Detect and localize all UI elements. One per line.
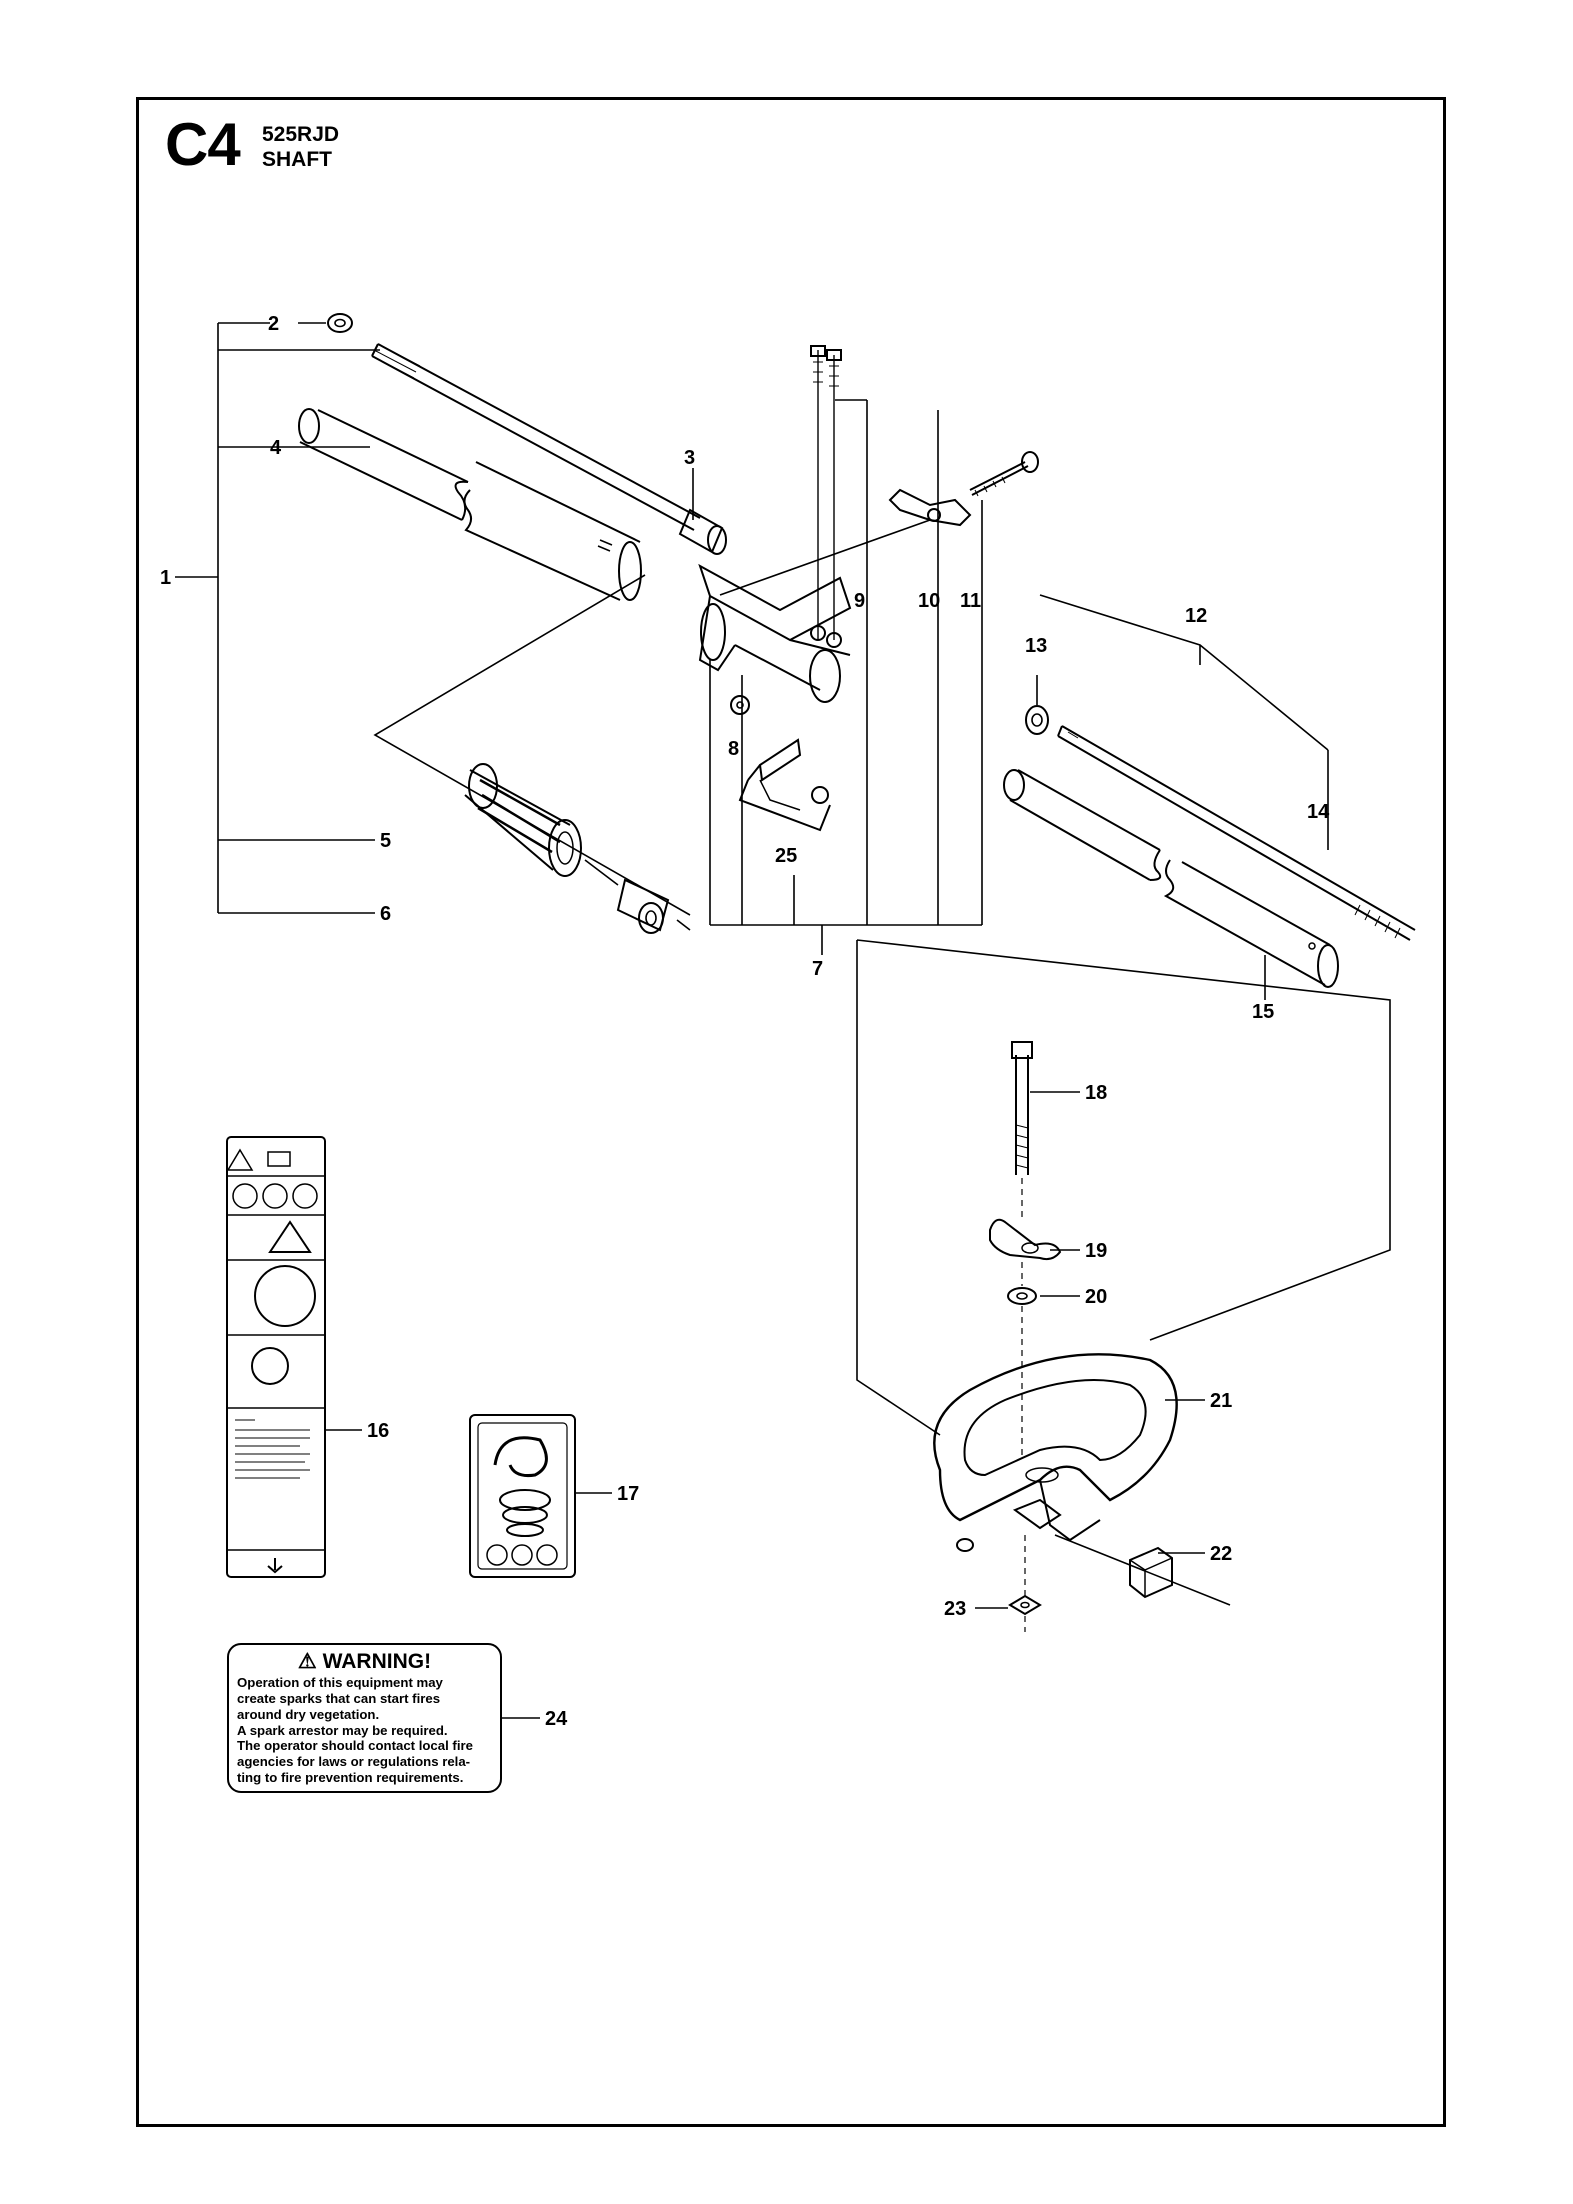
part-drive-shaft bbox=[371, 343, 701, 531]
part-2-washer bbox=[327, 313, 353, 333]
warning-line: agencies for laws or regulations rela- bbox=[237, 1754, 471, 1770]
warning-text: Operation of this equipment may create s… bbox=[237, 1675, 492, 1786]
bracket-7 bbox=[709, 410, 983, 955]
part-23-nut bbox=[1008, 1594, 1042, 1616]
part-14-drive-shaft bbox=[1057, 725, 1416, 941]
callout-7: 7 bbox=[812, 958, 823, 980]
part-22-block bbox=[1129, 1546, 1173, 1599]
part-25-lower-clamp bbox=[738, 738, 831, 832]
part-21-handle bbox=[933, 1353, 1178, 1522]
callout-16: 16 bbox=[367, 1420, 389, 1442]
warning-line: ting to fire prevention requirements. bbox=[237, 1770, 464, 1786]
callout-3: 3 bbox=[684, 447, 695, 469]
part-8-nut bbox=[730, 695, 750, 715]
callout-4: 4 bbox=[270, 437, 282, 459]
part-6-bushing bbox=[616, 878, 670, 932]
diagram-frame bbox=[136, 97, 1446, 2127]
part-13-washer bbox=[1025, 705, 1049, 735]
part-16-decal bbox=[226, 1136, 326, 1578]
callout-25: 25 bbox=[775, 845, 797, 867]
part-5-sleeve bbox=[464, 769, 571, 871]
model-number: 525RJD bbox=[262, 123, 340, 146]
warning-line: create sparks that can start fires bbox=[237, 1690, 441, 1706]
callout-11: 11 bbox=[960, 590, 981, 612]
callout-5: 5 bbox=[380, 830, 391, 852]
callout-17: 17 bbox=[617, 1483, 639, 1505]
part-20-washer bbox=[1007, 1287, 1037, 1305]
warning-line: The operator should contact local fire bbox=[237, 1738, 473, 1754]
callout-14: 14 bbox=[1307, 801, 1330, 823]
part-9-screws bbox=[817, 350, 835, 640]
part-19-knob bbox=[989, 1218, 1062, 1261]
callout-8: 8 bbox=[728, 738, 739, 760]
section-code: C4 bbox=[165, 111, 241, 178]
callout-12: 12 bbox=[1185, 605, 1207, 627]
callout-1: 1 bbox=[160, 567, 171, 589]
callout-22: 22 bbox=[1210, 1543, 1232, 1565]
callout-21: 21 bbox=[1210, 1390, 1232, 1412]
callout-13: 13 bbox=[1025, 635, 1047, 657]
warning-line: Operation of this equipment may bbox=[237, 1675, 443, 1691]
callout-24: 24 bbox=[545, 1708, 568, 1730]
bracket-12 bbox=[1039, 594, 1329, 751]
warning-line: A spark arrestor may be required. bbox=[237, 1722, 448, 1738]
part-11-screw bbox=[969, 461, 1026, 491]
part-7-clamp bbox=[698, 563, 852, 642]
warning-triangle-icon: ⚠ bbox=[297, 1650, 317, 1673]
callout-6: 6 bbox=[380, 903, 391, 925]
callout-9: 9 bbox=[854, 590, 865, 612]
callout-18: 18 bbox=[1085, 1082, 1107, 1104]
warning-heading: ⚠ WARNING! bbox=[237, 1650, 492, 1673]
part-4-tube bbox=[299, 409, 469, 521]
callout-23: 23 bbox=[944, 1598, 966, 1620]
part-24-warning-decal: ⚠ WARNING! Operation of this equipment m… bbox=[227, 1643, 502, 1793]
bracket-1 bbox=[175, 322, 380, 914]
callout-10: 10 bbox=[918, 590, 940, 612]
part-3-bushing bbox=[678, 508, 724, 554]
part-17-decal bbox=[469, 1414, 576, 1578]
warning-line: around dry vegetation. bbox=[237, 1706, 380, 1722]
callout-15: 15 bbox=[1252, 1001, 1274, 1023]
part-15-tube bbox=[1009, 769, 1161, 881]
callout-2: 2 bbox=[268, 313, 279, 335]
callout-20: 20 bbox=[1085, 1286, 1107, 1308]
warning-heading-text: WARNING! bbox=[322, 1650, 432, 1673]
part-10-top-clamp bbox=[888, 488, 972, 527]
callout-19: 19 bbox=[1085, 1240, 1107, 1262]
assembly-title: SHAFT bbox=[262, 148, 332, 171]
